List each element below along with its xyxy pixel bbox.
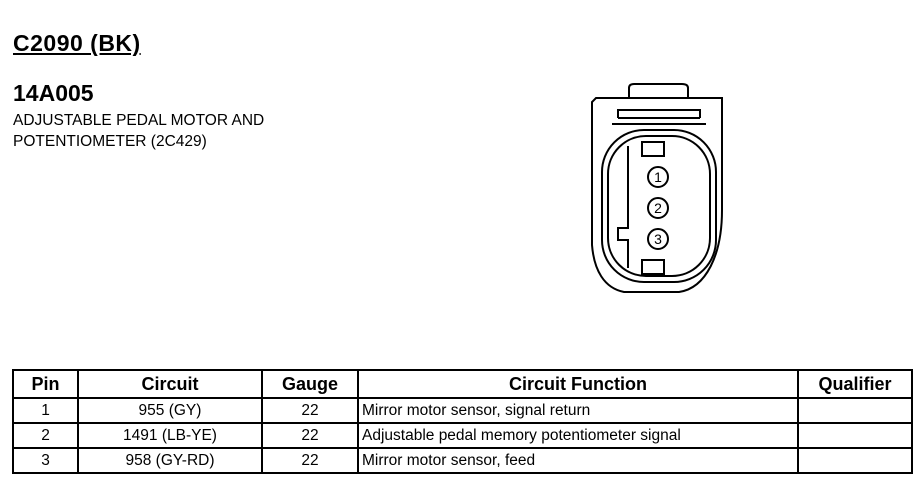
cell-qualifier [797,397,913,424]
key-bottom [641,259,665,275]
cell-qualifier [797,422,913,449]
table-row: 3 958 (GY-RD) 22 Mirror motor sensor, fe… [12,447,913,474]
table-header-row: Pin Circuit Gauge Circuit Function Quali… [12,369,913,399]
cell-gauge: 22 [261,447,359,474]
pin-3-label: 3 [654,231,662,247]
cell-function: Mirror motor sensor, feed [357,447,799,474]
cell-pin: 3 [12,447,79,474]
pin-2-label: 2 [654,200,662,216]
connector-cavity [601,129,717,283]
cell-circuit: 1491 (LB-YE) [77,422,263,449]
connector-face-diagram: 1 2 3 [591,83,723,293]
header-circuit-function: Circuit Function [357,369,799,399]
pinout-table: Pin Circuit Gauge Circuit Function Quali… [12,369,913,474]
cell-gauge: 22 [261,397,359,424]
header-circuit: Circuit [77,369,263,399]
cell-pin: 2 [12,422,79,449]
header-pin: Pin [12,369,79,399]
pin-1-label: 1 [654,169,662,185]
connector-latch [628,83,689,98]
header-qualifier: Qualifier [797,369,913,399]
cell-qualifier [797,447,913,474]
cell-function: Adjustable pedal memory potentiometer si… [357,422,799,449]
connector-housing [591,97,723,293]
description-line-1: ADJUSTABLE PEDAL MOTOR AND [13,112,265,129]
pin-1-circle [647,166,669,188]
cell-gauge: 22 [261,422,359,449]
cell-circuit: 958 (GY-RD) [77,447,263,474]
pin-3: 3 [647,228,669,250]
pin-2: 2 [647,197,669,219]
cell-circuit: 955 (GY) [77,397,263,424]
connector-id: C2090 (BK) [13,30,141,56]
pin-2-circle [647,197,669,219]
cavity-inner-wall [607,135,711,277]
cell-pin: 1 [12,397,79,424]
pin-3-circle [647,228,669,250]
part-number: 14A005 [13,80,94,106]
key-top [641,141,665,157]
latch-slot [617,109,701,119]
table-row: 1 955 (GY) 22 Mirror motor sensor, signa… [12,397,913,424]
side-guide [617,146,629,268]
connector-description: ADJUSTABLE PEDAL MOTOR AND POTENTIOMETER… [13,110,264,152]
header-gauge: Gauge [261,369,359,399]
cell-function: Mirror motor sensor, signal return [357,397,799,424]
table-row: 2 1491 (LB-YE) 22 Adjustable pedal memor… [12,422,913,449]
pin-1: 1 [647,166,669,188]
description-line-2: POTENTIOMETER (2C429) [13,133,207,150]
